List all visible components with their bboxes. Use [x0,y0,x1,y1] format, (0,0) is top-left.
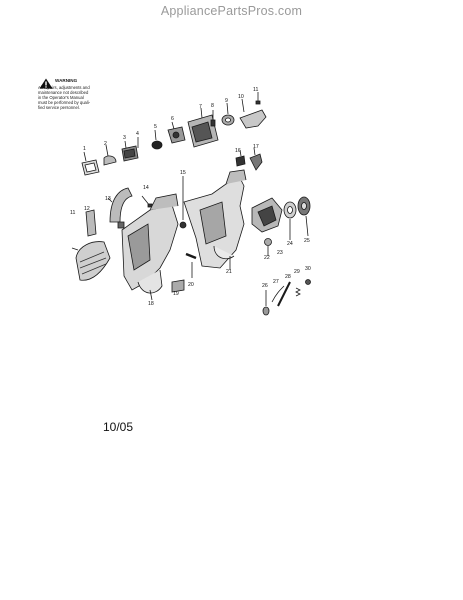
callout-label: 18 [148,301,154,307]
callout-label: 28 [285,274,291,280]
callout-label: 11 [253,87,258,93]
callout-label: 15 [180,170,186,176]
callout-labels: 1 2 3 4 5 6 7 8 9 10 11 11 12 13 14 15 1… [70,87,311,307]
warning-line: must be performed by quali- [38,100,91,106]
callout-label: 3 [123,135,126,141]
part-23-impeller [251,197,283,233]
part-2-cap [103,144,117,166]
callout-label: 14 [143,185,149,191]
callout-label: 4 [136,131,139,137]
part-25-hub [297,196,311,237]
callout-label: 24 [287,241,293,247]
part-5-cap [151,129,163,150]
part-19-housing-half [121,193,185,301]
part-7-control-plate [187,107,219,148]
callout-label: 29 [294,269,300,275]
callout-label: 30 [305,266,311,272]
callout-label: 1 [83,146,86,152]
part-8-screw [210,110,216,127]
part-11-screw [255,92,261,105]
warning-title: WARNING [55,78,78,83]
part-3-switch [121,137,139,162]
part-26-grommet [262,290,270,316]
part-18-rear-guard [75,241,111,281]
callout-label: 22 [264,255,270,261]
warning-line: in the Operator's Manual [38,95,84,101]
callout-label: 12 [84,206,90,212]
callout-label: 21 [226,269,232,275]
callout-label: 6 [171,116,174,122]
revision-date: 10/05 [103,420,134,434]
part-1-gasket [81,151,100,176]
warning-notice: WARNING All repairs, adjustments and mai… [38,78,128,110]
callout-label: 5 [154,124,157,130]
callout-label: 11 [70,210,75,216]
part-13-handle [107,187,133,229]
warning-line: maintenance not described [38,90,89,96]
part-17-knob [249,147,263,171]
callout-label: 27 [273,279,279,285]
callout-label: 20 [188,282,194,288]
warning-line: All repairs, adjustments and [38,85,90,90]
part-16-clip [235,149,246,167]
part-29-spring [295,287,301,297]
callout-label: 2 [104,141,107,147]
warning-triangle-icon [39,78,53,89]
part-20-pin [185,252,197,278]
part-24-washer [283,201,297,240]
part-6-bracket [167,121,186,144]
part-14-screw [141,195,153,208]
warning-text: All repairs, adjustments and maintenance… [38,85,128,110]
callout-label: 26 [262,283,268,289]
part-28-tube [277,281,291,307]
part-10-lever [239,98,267,129]
callout-label: 9 [225,98,228,104]
part-12-bracket [71,209,97,251]
callout-label: 19 [173,291,179,297]
site-watermark: AppliancePartsPros.com [160,4,303,18]
part-30-clip [305,279,311,285]
part-27-wire [271,285,285,303]
callout-label: 25 [304,238,310,244]
callout-label: 13 [105,196,111,202]
callout-label: 7 [199,104,202,110]
callout-label: 17 [253,144,259,150]
callout-label: 16 [235,148,241,154]
part-9-washer [221,102,235,126]
part-22-nut [264,238,272,256]
part-21-housing-half [183,169,247,270]
callout-label: 8 [211,103,214,109]
part-15-screw [179,176,187,229]
callout-label: 10 [238,94,244,100]
callout-label: 23 [277,250,283,256]
warning-line: fied service personnel. [38,105,80,111]
